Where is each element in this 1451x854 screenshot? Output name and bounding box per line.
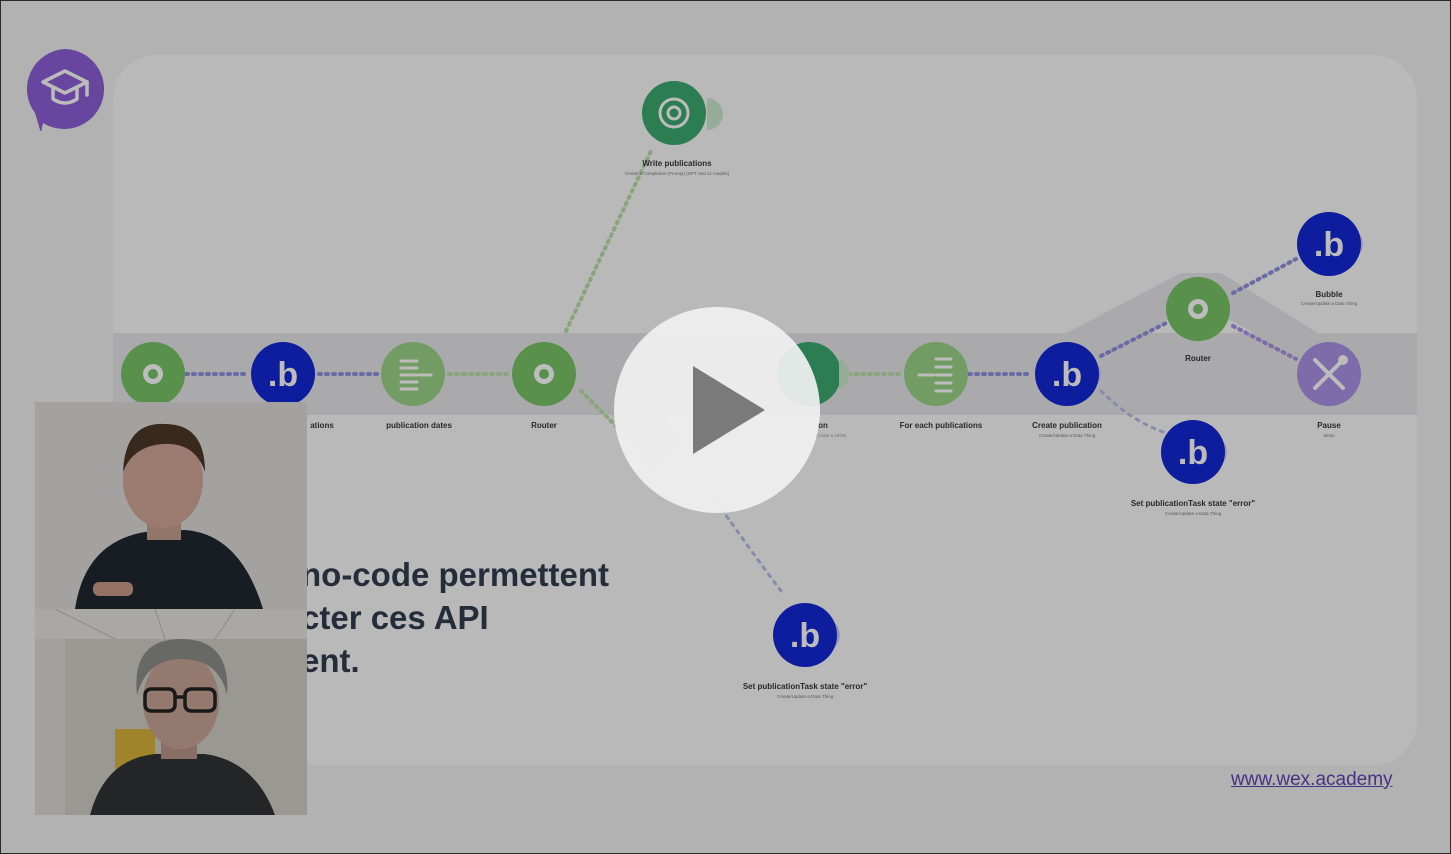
node-sub-pause: Sleep xyxy=(1323,433,1335,438)
iterator-module xyxy=(904,342,968,406)
trigger-module xyxy=(121,342,185,406)
svg-text:.b: .b xyxy=(790,617,820,655)
node-label-set-state-error-right: Set publicationTask state "error" xyxy=(1130,499,1256,508)
svg-text:.b: .b xyxy=(1052,356,1082,394)
bubble-module: .b xyxy=(773,603,840,667)
node-sub-bubble: Create/Update a Data Thing xyxy=(1300,301,1358,306)
connector xyxy=(1099,321,1168,358)
node-sub-create-publication: Create/Update a Data Thing xyxy=(1038,433,1096,438)
node-sub-write-publications: Create a Completion (Prompt) (GPT and o1… xyxy=(624,171,730,176)
node-label-router: Router xyxy=(531,421,557,430)
connector xyxy=(1231,257,1298,295)
node-label-publication-dates: publication dates xyxy=(386,421,452,430)
node-label-router-2: Router xyxy=(1185,354,1211,363)
bubble-module: .b xyxy=(1161,420,1227,484)
node-label-for-each-publications: For each publications xyxy=(899,421,983,430)
node-sub-parse-json: Create a JSON xyxy=(815,433,847,438)
headline-line: no-code permettent xyxy=(301,556,610,593)
slide-headline: no-code permettent cter ces API ent. xyxy=(301,553,609,682)
graduation-cap-icon xyxy=(26,49,105,131)
node-sub-set-state-error-bottom: Create/Update a Data Thing xyxy=(776,694,834,699)
connector xyxy=(1231,324,1298,361)
node-label-list-publications: ations xyxy=(310,421,334,430)
node-label-set-state-error-bottom: Set publicationTask state "error" xyxy=(742,682,868,691)
openai-module xyxy=(642,81,723,145)
svg-text:.b: .b xyxy=(1178,434,1208,472)
svg-text:.b: .b xyxy=(268,356,298,394)
participant-avatar xyxy=(35,609,307,815)
router-module xyxy=(512,342,576,406)
connector-error-path xyxy=(714,499,783,593)
node-label-parse-json: on xyxy=(818,421,828,430)
set-dates-module xyxy=(381,342,445,406)
node-label-write-publications: Write publications xyxy=(642,159,712,168)
svg-text:.b: .b xyxy=(1314,226,1344,264)
node-sub-set-state-error-right: Create/Update a Data Thing xyxy=(1164,511,1222,516)
router-module xyxy=(1166,277,1230,341)
node-label-bubble: Bubble xyxy=(1315,290,1343,299)
bubble-module: .b xyxy=(1297,212,1363,276)
bubble-module: .b xyxy=(1035,342,1101,406)
node-label-pause: Pause xyxy=(1317,421,1341,430)
website-link[interactable]: www.wex.academy xyxy=(1231,769,1393,790)
play-button[interactable] xyxy=(614,307,820,513)
connector-error-path xyxy=(1099,389,1168,435)
participant-video-tile[interactable] xyxy=(35,402,307,609)
headline-line: cter ces API xyxy=(301,599,489,636)
tools-module xyxy=(1297,342,1361,406)
participant-video-tile[interactable] xyxy=(35,609,307,815)
node-label-create-publication: Create publication xyxy=(1032,421,1102,430)
bubble-module: .b xyxy=(251,342,316,406)
connector-to-openai xyxy=(564,149,653,333)
headline-line: ent. xyxy=(301,642,360,679)
participant-avatar xyxy=(35,402,307,609)
play-icon xyxy=(693,366,765,454)
